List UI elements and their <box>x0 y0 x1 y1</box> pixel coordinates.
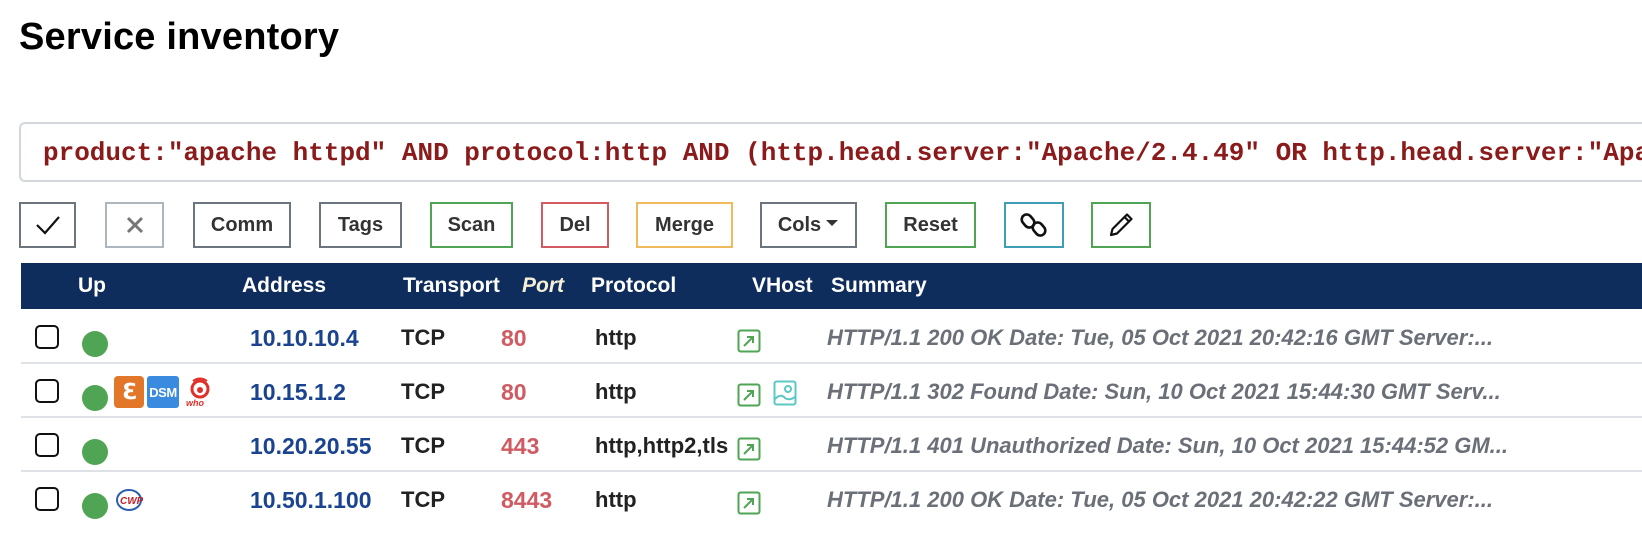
svg-text:CWP: CWP <box>120 496 143 507</box>
merge-button-label: Merge <box>655 213 714 236</box>
status-up-icon <box>82 439 108 465</box>
close-icon <box>126 216 143 234</box>
port-value: 80 <box>501 379 527 405</box>
reset-button[interactable]: Reset <box>885 202 976 248</box>
tags-button-label: Tags <box>337 213 384 236</box>
protocol-value: http <box>595 379 637 404</box>
link-button[interactable] <box>1004 202 1064 248</box>
port-value: 8443 <box>501 487 553 513</box>
dsm-icon: DSM <box>147 376 179 408</box>
transport-value: TCP <box>401 433 445 458</box>
address-link[interactable]: 10.50.1.100 <box>250 487 372 513</box>
column-header-address[interactable]: Address <box>242 274 327 297</box>
pencil-icon <box>1109 213 1133 237</box>
del-button-label: Del <box>559 213 591 236</box>
xampp-icon: ℇ <box>114 376 144 408</box>
external-link-icon[interactable] <box>737 383 761 407</box>
transport-value: TCP <box>401 487 445 512</box>
screenshot-icon[interactable] <box>773 380 797 406</box>
comm-button[interactable]: Comm <box>193 202 291 248</box>
table-row[interactable]: 10.10.10.4 TCP 80 http HTTP/1.1 200 OK D… <box>21 310 1642 364</box>
comm-button-label: Comm <box>210 213 274 236</box>
transport-value: TCP <box>401 325 445 350</box>
cols-button-label: Cols <box>777 213 822 236</box>
address-link[interactable]: 10.20.20.55 <box>250 433 372 459</box>
deselect-button[interactable] <box>105 202 164 248</box>
search-query-text: product:"apache httpd" AND protocol:http… <box>43 138 1642 168</box>
external-link-icon[interactable] <box>737 329 761 353</box>
table-header: Up Address Transport Port Protocol VHost… <box>21 263 1642 309</box>
column-header-summary[interactable]: Summary <box>831 274 927 297</box>
tags-button[interactable]: Tags <box>319 202 402 248</box>
row-checkbox[interactable] <box>35 433 59 457</box>
del-button[interactable]: Del <box>541 202 609 248</box>
status-up-icon <box>82 493 108 519</box>
protocol-value: http <box>595 325 637 350</box>
scan-button[interactable]: Scan <box>430 202 513 248</box>
table-row[interactable]: ℇ DSM who 10.15.1.2 TCP 80 http HTTP/1.1… <box>21 364 1642 418</box>
summary-text: HTTP/1.1 200 OK Date: Tue, 05 Oct 2021 2… <box>827 325 1493 350</box>
row-checkbox[interactable] <box>35 325 59 349</box>
edit-button[interactable] <box>1091 202 1151 248</box>
column-header-protocol[interactable]: Protocol <box>591 274 677 297</box>
table-row[interactable]: CWP 10.50.1.100 TCP 8443 http HTTP/1.1 2… <box>21 472 1642 526</box>
address-link[interactable]: 10.10.10.4 <box>250 325 359 351</box>
column-header-port[interactable]: Port <box>522 274 564 297</box>
link-icon <box>1020 213 1047 237</box>
caret-down-icon <box>826 220 839 226</box>
column-header-transport[interactable]: Transport <box>403 274 500 297</box>
reset-button-label: Reset <box>903 213 958 236</box>
svg-text:who: who <box>186 398 204 408</box>
external-link-icon[interactable] <box>737 437 761 461</box>
merge-button[interactable]: Merge <box>636 202 733 248</box>
cols-dropdown-button[interactable]: Cols <box>760 202 857 248</box>
status-up-icon <box>82 331 108 357</box>
row-checkbox[interactable] <box>35 487 59 511</box>
summary-text: HTTP/1.1 302 Found Date: Sun, 10 Oct 202… <box>827 379 1501 404</box>
external-link-icon[interactable] <box>737 491 761 515</box>
cwp-icon: CWP <box>116 489 143 511</box>
port-value: 80 <box>501 325 527 351</box>
table-row[interactable]: 10.20.20.55 TCP 443 http,http2,tls HTTP/… <box>21 418 1642 472</box>
status-up-icon <box>82 385 108 411</box>
whm-icon: who <box>186 377 210 408</box>
transport-value: TCP <box>401 379 445 404</box>
address-link[interactable]: 10.15.1.2 <box>250 379 346 405</box>
column-header-vhost[interactable]: VHost <box>752 274 813 297</box>
scan-button-label: Scan <box>447 213 496 236</box>
select-all-button[interactable] <box>19 202 76 248</box>
column-header-up[interactable]: Up <box>78 274 106 297</box>
row-checkbox[interactable] <box>35 379 59 403</box>
check-icon <box>35 216 60 235</box>
summary-text: HTTP/1.1 401 Unauthorized Date: Sun, 10 … <box>827 433 1509 458</box>
search-query-input[interactable]: product:"apache httpd" AND protocol:http… <box>19 122 1642 182</box>
page-title: Service inventory <box>19 16 340 58</box>
protocol-value: http <box>595 487 637 512</box>
summary-text: HTTP/1.1 200 OK Date: Tue, 05 Oct 2021 2… <box>827 487 1493 512</box>
port-value: 443 <box>501 433 540 459</box>
protocol-value: http,http2,tls <box>595 433 729 458</box>
